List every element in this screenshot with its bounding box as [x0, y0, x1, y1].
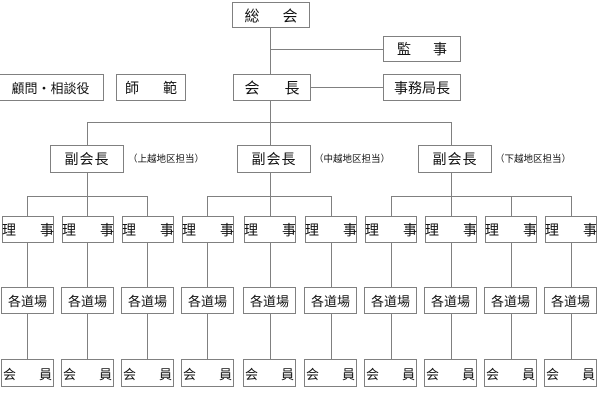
connector-director-dojo-2: [87, 243, 88, 287]
connector-dojo-member-5: [270, 314, 271, 359]
connector-director-drop-7: [391, 196, 392, 216]
box-vice-president-joetsu[interactable]: 副会長: [50, 145, 124, 173]
box-director[interactable]: 理 事: [425, 216, 477, 243]
box-member[interactable]: 会 員: [484, 359, 537, 387]
box-secretariat-director[interactable]: 事務局長: [383, 74, 461, 101]
connector-director-drop-4: [207, 196, 208, 216]
box-general-assembly[interactable]: 総 会: [232, 2, 310, 28]
box-director[interactable]: 理 事: [182, 216, 234, 243]
connector-dojo-member-9: [511, 314, 512, 359]
connector-sokai-to-kaicho: [270, 28, 271, 76]
box-director[interactable]: 理 事: [122, 216, 174, 243]
connector-director-dojo-9: [511, 243, 512, 287]
box-dojo[interactable]: 各道場: [243, 287, 296, 314]
box-president[interactable]: 会 長: [233, 74, 311, 101]
connector-dojo-member-2: [87, 314, 88, 359]
box-director[interactable]: 理 事: [244, 216, 296, 243]
connector-vp2-down: [270, 173, 271, 196]
connector-director-drop-9: [511, 196, 512, 216]
note-vice-president-chuetsu: （中越地区担当）: [314, 154, 391, 165]
connector-dojo-member-3: [147, 314, 148, 359]
box-dojo[interactable]: 各道場: [181, 287, 234, 314]
box-vice-president-chuetsu[interactable]: 副会長: [237, 145, 311, 173]
box-member[interactable]: 会 員: [424, 359, 477, 387]
connector-dojo-member-1: [27, 314, 28, 359]
connector-director-drop-5: [270, 196, 271, 216]
connector-director-bus-b: [207, 196, 331, 197]
connector-director-drop-2: [87, 196, 88, 216]
connector-dojo-member-7: [391, 314, 392, 359]
connector-dojo-member-4: [207, 314, 208, 359]
connector-director-drop-6: [331, 196, 332, 216]
box-advisor-counselor[interactable]: 顧問・相談役: [0, 74, 104, 101]
connector-vp1-down: [87, 173, 88, 196]
box-member[interactable]: 会 員: [121, 359, 174, 387]
box-vice-president-kaetsu[interactable]: 副会長: [418, 145, 492, 173]
box-member[interactable]: 会 員: [304, 359, 357, 387]
connector-director-dojo-1: [27, 243, 28, 287]
connector-director-dojo-5: [270, 243, 271, 287]
connector-director-dojo-3: [147, 243, 148, 287]
box-director[interactable]: 理 事: [485, 216, 537, 243]
box-member[interactable]: 会 員: [544, 359, 597, 387]
connector-director-bus-c: [391, 196, 572, 197]
box-member[interactable]: 会 員: [61, 359, 114, 387]
connector-director-dojo-10: [571, 243, 572, 287]
box-director[interactable]: 理 事: [305, 216, 357, 243]
box-director[interactable]: 理 事: [365, 216, 417, 243]
connector-kaicho-down: [270, 101, 271, 151]
connector-vp-drop-3: [451, 122, 452, 151]
box-director[interactable]: 理 事: [62, 216, 114, 243]
box-dojo[interactable]: 各道場: [121, 287, 174, 314]
connector-director-dojo-8: [451, 243, 452, 287]
box-dojo[interactable]: 各道場: [424, 287, 477, 314]
box-dojo[interactable]: 各道場: [61, 287, 114, 314]
connector-director-dojo-6: [331, 243, 332, 287]
box-director[interactable]: 理 事: [545, 216, 597, 243]
box-dojo[interactable]: 各道場: [1, 287, 54, 314]
box-director[interactable]: 理 事: [2, 216, 54, 243]
box-master[interactable]: 師 範: [116, 74, 186, 101]
box-dojo[interactable]: 各道場: [544, 287, 597, 314]
box-dojo[interactable]: 各道場: [484, 287, 537, 314]
connector-director-dojo-4: [207, 243, 208, 287]
box-auditor[interactable]: 監 事: [383, 36, 461, 62]
connector-vp-bus: [87, 122, 451, 123]
box-member[interactable]: 会 員: [243, 359, 296, 387]
box-dojo[interactable]: 各道場: [364, 287, 417, 314]
box-member[interactable]: 会 員: [364, 359, 417, 387]
connector-director-drop-1: [27, 196, 28, 216]
note-vice-president-joetsu: （上越地区担当）: [128, 154, 205, 165]
connector-director-drop-3: [147, 196, 148, 216]
note-vice-president-kaetsu: （下越地区担当）: [495, 154, 572, 165]
connector-vp3-down: [451, 173, 452, 196]
box-member[interactable]: 会 員: [1, 359, 54, 387]
box-member[interactable]: 会 員: [181, 359, 234, 387]
connector-director-dojo-7: [391, 243, 392, 287]
connector-dojo-member-10: [571, 314, 572, 359]
connector-director-drop-10: [571, 196, 572, 216]
box-dojo[interactable]: 各道場: [304, 287, 357, 314]
connector-dojo-member-8: [451, 314, 452, 359]
connector-director-drop-8: [451, 196, 452, 216]
connector-vp-drop-1: [87, 122, 88, 151]
connector-sokai-to-kanji: [270, 49, 383, 50]
connector-dojo-member-6: [331, 314, 332, 359]
connector-kaicho-to-jimukyoku: [311, 87, 383, 88]
